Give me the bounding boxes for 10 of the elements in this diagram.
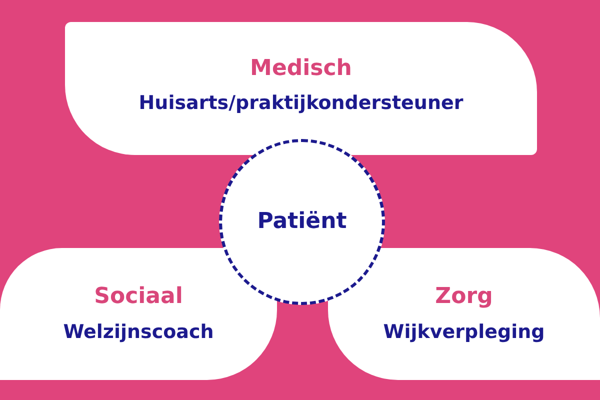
category-heading: Medisch	[250, 56, 352, 82]
category-heading: Sociaal	[94, 284, 183, 310]
category-heading: Zorg	[435, 284, 493, 310]
rounded-leaf-panel	[65, 22, 537, 155]
center-label: Patiënt	[257, 209, 347, 235]
role-text: Wijkverpleging	[383, 322, 545, 344]
rounded-leaf-panel	[328, 248, 600, 380]
rounded-leaf-panel	[0, 248, 277, 380]
role-text: Welzijnscoach	[63, 322, 214, 344]
role-text: Huisarts/praktijkondersteuner	[138, 93, 464, 116]
